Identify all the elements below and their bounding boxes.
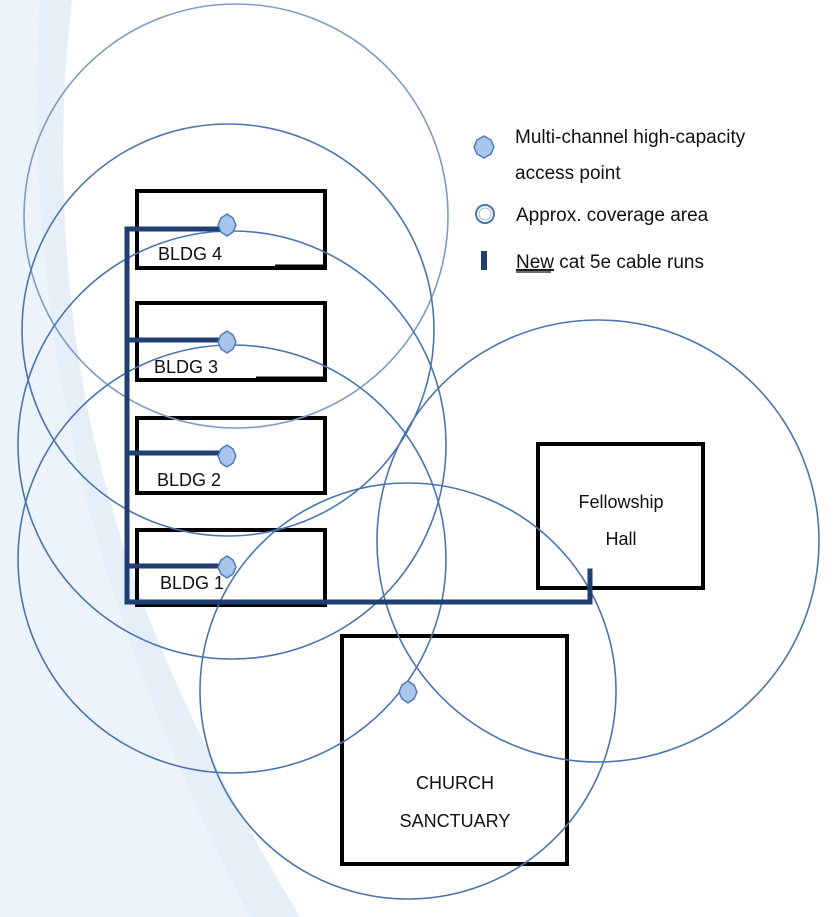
background-swoosh-inner xyxy=(0,0,250,917)
bldg4-label: BLDG 4 xyxy=(158,244,222,264)
cable-runs xyxy=(124,226,593,605)
access-points xyxy=(217,213,418,704)
legend: Multi-channel high-capacity access point… xyxy=(473,127,746,273)
access-point-icon xyxy=(217,213,237,237)
access-point-icon xyxy=(398,680,418,704)
legend-cable-label: New cat 5e cable runs xyxy=(516,252,704,273)
access-point-icon xyxy=(217,330,237,354)
access-point-icon xyxy=(217,555,237,579)
coverage-circle-hall xyxy=(376,319,820,763)
church-label-line2: SANCTUARY xyxy=(400,811,511,831)
legend-access-point-label-line1: Multi-channel high-capacity xyxy=(515,127,746,148)
legend-cable-label-new: New xyxy=(516,252,554,273)
coverage-circle-bldg4-outer xyxy=(23,3,449,429)
legend-cable-label-rest: cat 5e cable runs xyxy=(554,252,704,273)
fellowship-hall-label-line2: Hall xyxy=(605,529,636,549)
legend-access-point-icon xyxy=(473,135,495,159)
bldg1-label: BLDG 1 xyxy=(160,573,224,593)
coverage-circle-bldg4 xyxy=(21,123,435,537)
legend-cable-icon xyxy=(481,251,487,270)
legend-coverage-icon xyxy=(475,204,495,224)
building-fellowship-hall xyxy=(536,442,705,590)
legend-coverage-label: Approx. coverage area xyxy=(516,205,709,226)
fellowship-hall-label-line1: Fellowship xyxy=(578,492,663,512)
building-church-sanctuary xyxy=(340,634,569,866)
legend-coverage-icon-inner xyxy=(478,207,492,221)
access-point-icon xyxy=(217,444,237,468)
coverage-circle-church xyxy=(199,482,617,900)
church-label-line1: CHURCH xyxy=(416,773,494,793)
legend-access-point-label-line2: access point xyxy=(515,163,621,184)
bldg3-label: BLDG 3 xyxy=(154,357,218,377)
bldg2-label: BLDG 2 xyxy=(157,470,221,490)
